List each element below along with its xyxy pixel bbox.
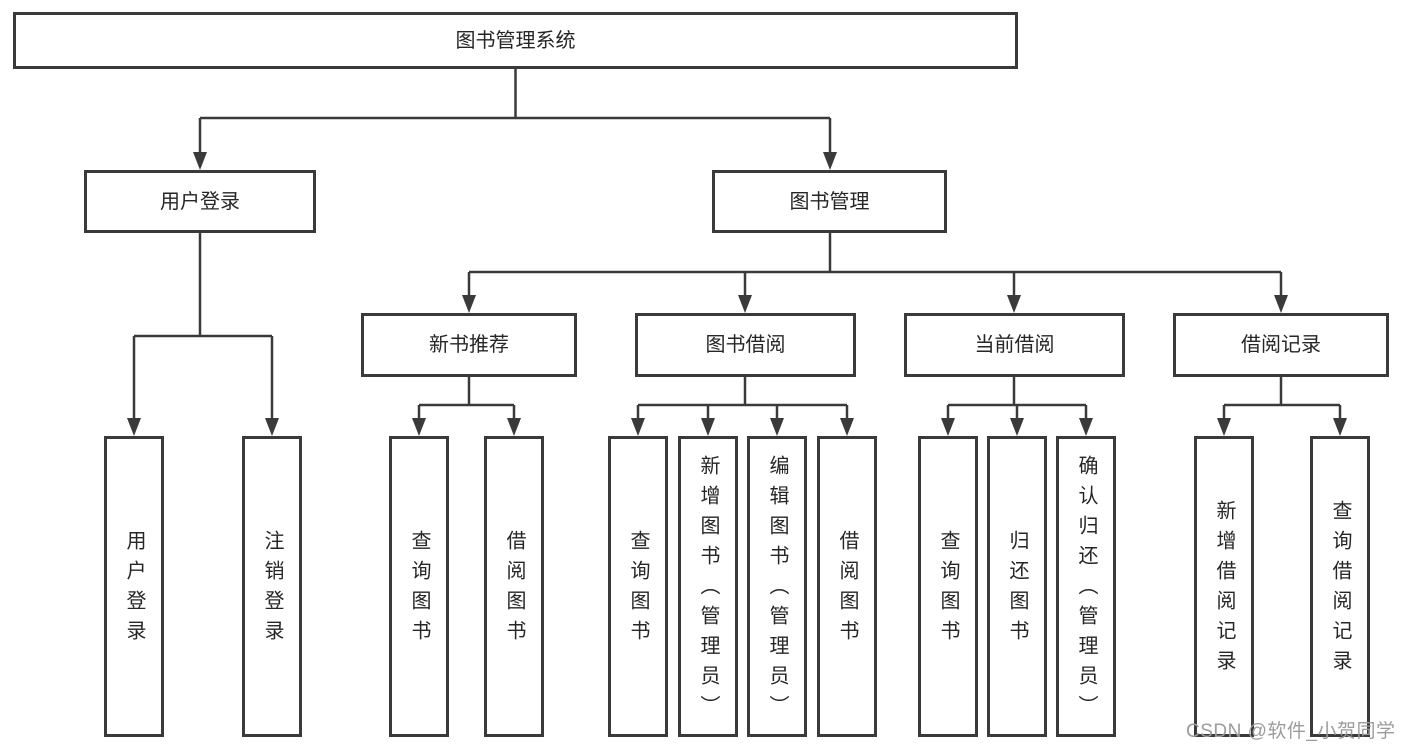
node-library-management-system: 图书管理系统: [13, 12, 1018, 69]
node-confirm-return-admin: 确认归还（管理员）: [1056, 436, 1116, 737]
node-query-borrow-record: 查询借阅记录: [1310, 436, 1370, 737]
node-edit-books-admin: 编辑图书（管理员）: [747, 436, 807, 737]
node-query-books-current: 查询图书: [918, 436, 978, 737]
node-add-borrow-record: 新增借阅记录: [1194, 436, 1254, 737]
node-book-management-branch: 图书管理: [712, 170, 947, 233]
node-borrow-books-leaf: 借阅图书: [817, 436, 877, 737]
node-query-books-borrow: 查询图书: [608, 436, 668, 737]
node-current-borrow: 当前借阅: [904, 313, 1125, 377]
node-borrow-books-recommend: 借阅图书: [484, 436, 544, 737]
node-book-borrow: 图书借阅: [635, 313, 856, 377]
node-user-login-branch: 用户登录: [84, 170, 316, 233]
node-user-login-leaf: 用户登录: [104, 436, 164, 737]
node-return-books: 归还图书: [987, 436, 1047, 737]
node-new-book-recommend: 新书推荐: [361, 313, 577, 377]
node-add-books-admin: 新增图书（管理员）: [678, 436, 738, 737]
node-logout-leaf: 注销登录: [242, 436, 302, 737]
node-borrow-records: 借阅记录: [1173, 313, 1389, 377]
watermark: CSDN @软件_小贺同学: [1186, 721, 1396, 742]
node-query-books-recommend: 查询图书: [389, 436, 449, 737]
